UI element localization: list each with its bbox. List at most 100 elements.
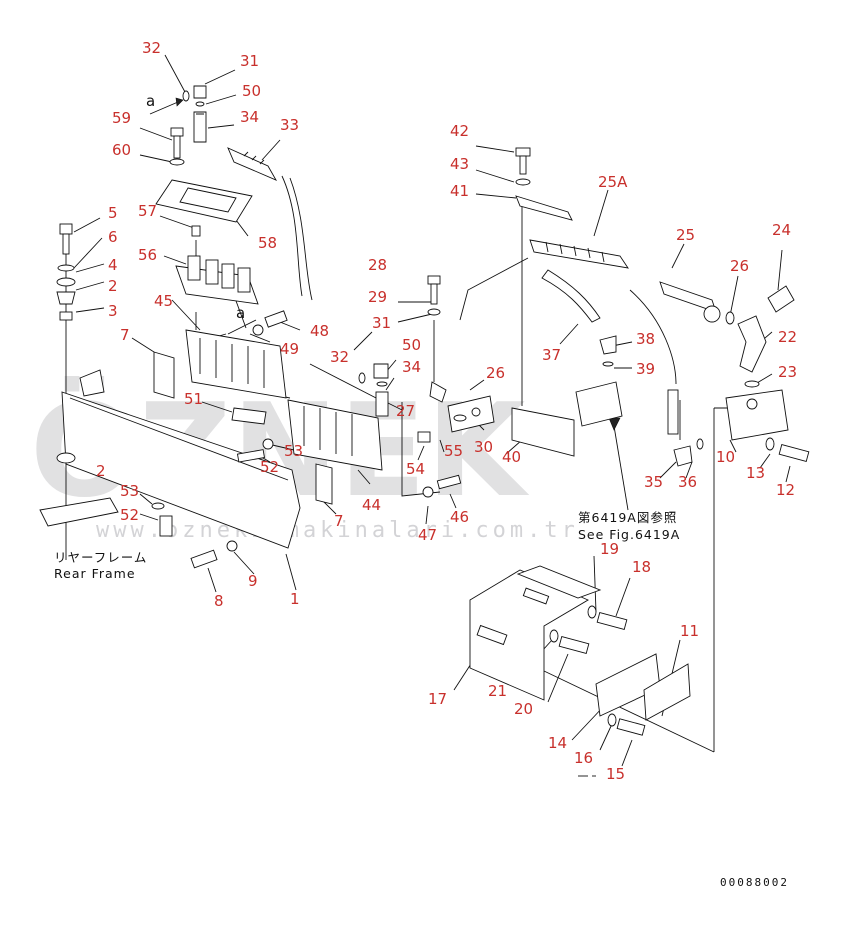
label-35: 35 — [644, 473, 663, 491]
label-8: 8 — [214, 592, 224, 610]
bolt-part-20 — [558, 635, 590, 655]
label-55: 55 — [444, 442, 463, 460]
rear-frame-label-jp: リヤーフレーム — [54, 550, 147, 565]
bracket-part-40 — [511, 407, 575, 457]
plate-part-58 — [155, 179, 253, 223]
o-ring-part-32b — [358, 372, 366, 384]
drawing-code: 00088002 — [720, 876, 789, 889]
bolt-part-52b — [159, 515, 173, 537]
label-11: 11 — [680, 622, 699, 640]
notes: リヤーフレーム Rear Frame 第6419A図参照 See Fig.641… — [54, 510, 789, 889]
washer-part-6 — [57, 264, 75, 272]
washer-part-49 — [252, 324, 264, 336]
washer-part-9 — [226, 540, 238, 552]
cover-part-11 — [643, 663, 691, 721]
clamp-part-26b — [429, 381, 447, 403]
label-34-mid: 34 — [402, 358, 421, 376]
label-38: 38 — [636, 330, 655, 348]
washer-part-21 — [549, 629, 559, 643]
frame-corner-tab — [79, 369, 105, 397]
bracket-part-17 — [469, 569, 589, 701]
label-43: 43 — [450, 155, 469, 173]
bolt-part-5 — [59, 223, 73, 235]
label-12: 12 — [776, 481, 795, 499]
elbow-part-35 — [673, 445, 693, 467]
label-26-mid: 26 — [486, 364, 505, 382]
label-28: 28 — [368, 256, 387, 274]
bolt-part-48 — [264, 310, 288, 328]
label-45: 45 — [154, 292, 173, 310]
label-52-mid: 52 — [260, 458, 279, 476]
rear-frame-label-en: Rear Frame — [54, 566, 136, 581]
label-33: 33 — [280, 116, 299, 134]
label-50: 50 — [242, 82, 261, 100]
mount-part-2-bottom — [56, 452, 76, 464]
elbow-part-38 — [599, 335, 617, 355]
label-52-bottom: 52 — [120, 506, 139, 524]
label-56: 56 — [138, 246, 157, 264]
washer-part-60 — [169, 158, 185, 166]
adapter-part-34b — [375, 391, 389, 417]
label-13: 13 — [746, 464, 765, 482]
label-6: 6 — [108, 228, 118, 246]
label-25A: 25A — [598, 173, 628, 191]
elbow-part-22 — [737, 315, 767, 373]
elbow-part-31 — [193, 85, 207, 99]
o-ring-part-55 — [453, 414, 467, 422]
part-labels: 32 31 50 34 59 33 60 42 43 41 25A 5 57 6… — [96, 39, 797, 783]
bracket-part-7b — [315, 463, 333, 505]
label-19: 19 — [600, 540, 619, 558]
label-44: 44 — [362, 496, 381, 514]
label-17: 17 — [428, 690, 447, 708]
bracket-part-41 — [515, 195, 573, 221]
valve-block-part-30 — [447, 395, 495, 433]
label-1: 1 — [290, 590, 300, 608]
label-36: 36 — [678, 473, 697, 491]
bolt-head-part-59 — [170, 127, 184, 137]
label-58: 58 — [258, 234, 277, 252]
label-31: 31 — [240, 52, 259, 70]
adapter-part-34 — [193, 111, 207, 143]
label-a-top: a — [146, 92, 155, 110]
o-ring-part-26a — [725, 311, 735, 325]
label-32: 32 — [142, 39, 161, 57]
label-39: 39 — [636, 360, 655, 378]
label-59: 59 — [112, 109, 131, 127]
label-18: 18 — [632, 558, 651, 576]
spacer-part-3 — [59, 311, 73, 321]
bolt-part-15 — [616, 718, 646, 736]
label-9: 9 — [248, 572, 258, 590]
washer-part-53b — [151, 502, 165, 510]
label-54: 54 — [406, 460, 425, 478]
label-14: 14 — [548, 734, 567, 752]
bracket-part-51 — [231, 407, 267, 425]
label-15: 15 — [606, 765, 625, 783]
washer-part-19 — [587, 605, 597, 619]
bolt-part-46 — [436, 474, 462, 490]
hose-part-37 — [541, 269, 601, 323]
washer-part-53a — [262, 438, 274, 450]
o-ring-part-32 — [182, 90, 190, 102]
bracket-part-7a — [153, 351, 175, 399]
label-2-bottom: 2 — [96, 462, 106, 480]
label-40: 40 — [502, 448, 521, 466]
label-57: 57 — [138, 202, 157, 220]
control-valve-part-45 — [185, 329, 287, 399]
elbow-part-31b — [373, 363, 389, 379]
label-41: 41 — [450, 182, 469, 200]
label-3: 3 — [108, 302, 118, 320]
o-ring-part-50b — [376, 381, 388, 387]
pin-part-lower — [476, 624, 508, 646]
pin-part-upper — [522, 587, 550, 605]
bolt-part-12 — [778, 443, 810, 463]
label-7-top: 7 — [120, 326, 130, 344]
hose-part-33 — [227, 147, 278, 181]
bolt-part-8 — [190, 549, 218, 569]
bolt-part-52a — [236, 449, 266, 463]
label-47: 47 — [418, 526, 437, 544]
label-7-bottom: 7 — [334, 512, 344, 530]
pipe-part-35-tube — [667, 389, 679, 435]
label-16: 16 — [574, 749, 593, 767]
washer-part-16 — [607, 713, 617, 727]
